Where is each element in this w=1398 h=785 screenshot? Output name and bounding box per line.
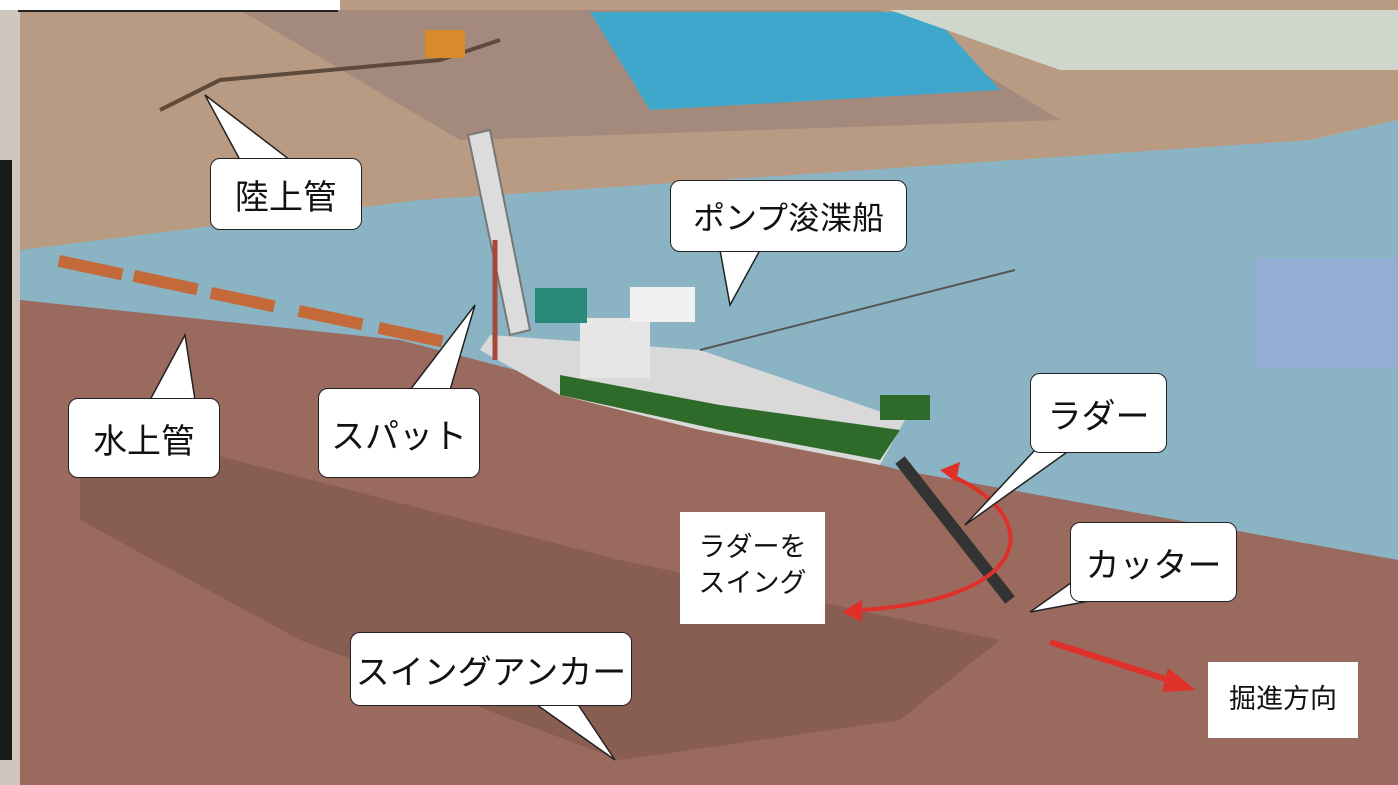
seabed-shadow xyxy=(80,420,1000,760)
label-ladder: ラダー xyxy=(1030,373,1167,453)
label-direction: 掘進方向 xyxy=(1208,662,1358,738)
direction-arrow-head xyxy=(1162,668,1196,692)
label-ladder-swing-line2: スイング xyxy=(698,568,807,599)
dredger-green-deck xyxy=(560,375,900,460)
left-dark-strip xyxy=(0,160,12,760)
settling-pond xyxy=(590,12,1000,110)
ladder-arm xyxy=(895,456,1015,604)
top-rule xyxy=(18,10,338,12)
right-terrace xyxy=(890,10,1398,70)
label-ladder-swing: ラダーを スイング xyxy=(680,512,825,624)
highlight-box xyxy=(1253,258,1398,368)
dredger-pontoon xyxy=(880,395,930,420)
label-ladder-swing-line1: ラダーを xyxy=(698,532,807,563)
dredger-engine xyxy=(535,288,587,323)
dredger-cabin xyxy=(580,318,650,378)
swing-arrow-head-bottom xyxy=(842,600,862,622)
direction-arrow-line xyxy=(1049,639,1176,685)
dredger-upper xyxy=(630,287,695,322)
top-border-mask xyxy=(0,0,340,10)
label-water-pipe: 水上管 xyxy=(68,398,220,478)
label-pump-dredger: ポンプ浚渫船 xyxy=(670,180,907,252)
ladder-boom-line xyxy=(699,269,1016,351)
excavator xyxy=(425,30,465,58)
label-spud: スパット xyxy=(318,388,480,478)
land-pipe-line xyxy=(159,38,501,112)
label-cutter: カッター xyxy=(1070,522,1237,602)
swing-arc-arrow xyxy=(859,473,1013,612)
label-land-pipe: 陸上管 xyxy=(210,158,362,230)
water-pipe-segments xyxy=(57,255,444,348)
label-swing-anchor: スイングアンカー xyxy=(350,632,632,706)
swing-arrow-head-top xyxy=(940,462,960,482)
